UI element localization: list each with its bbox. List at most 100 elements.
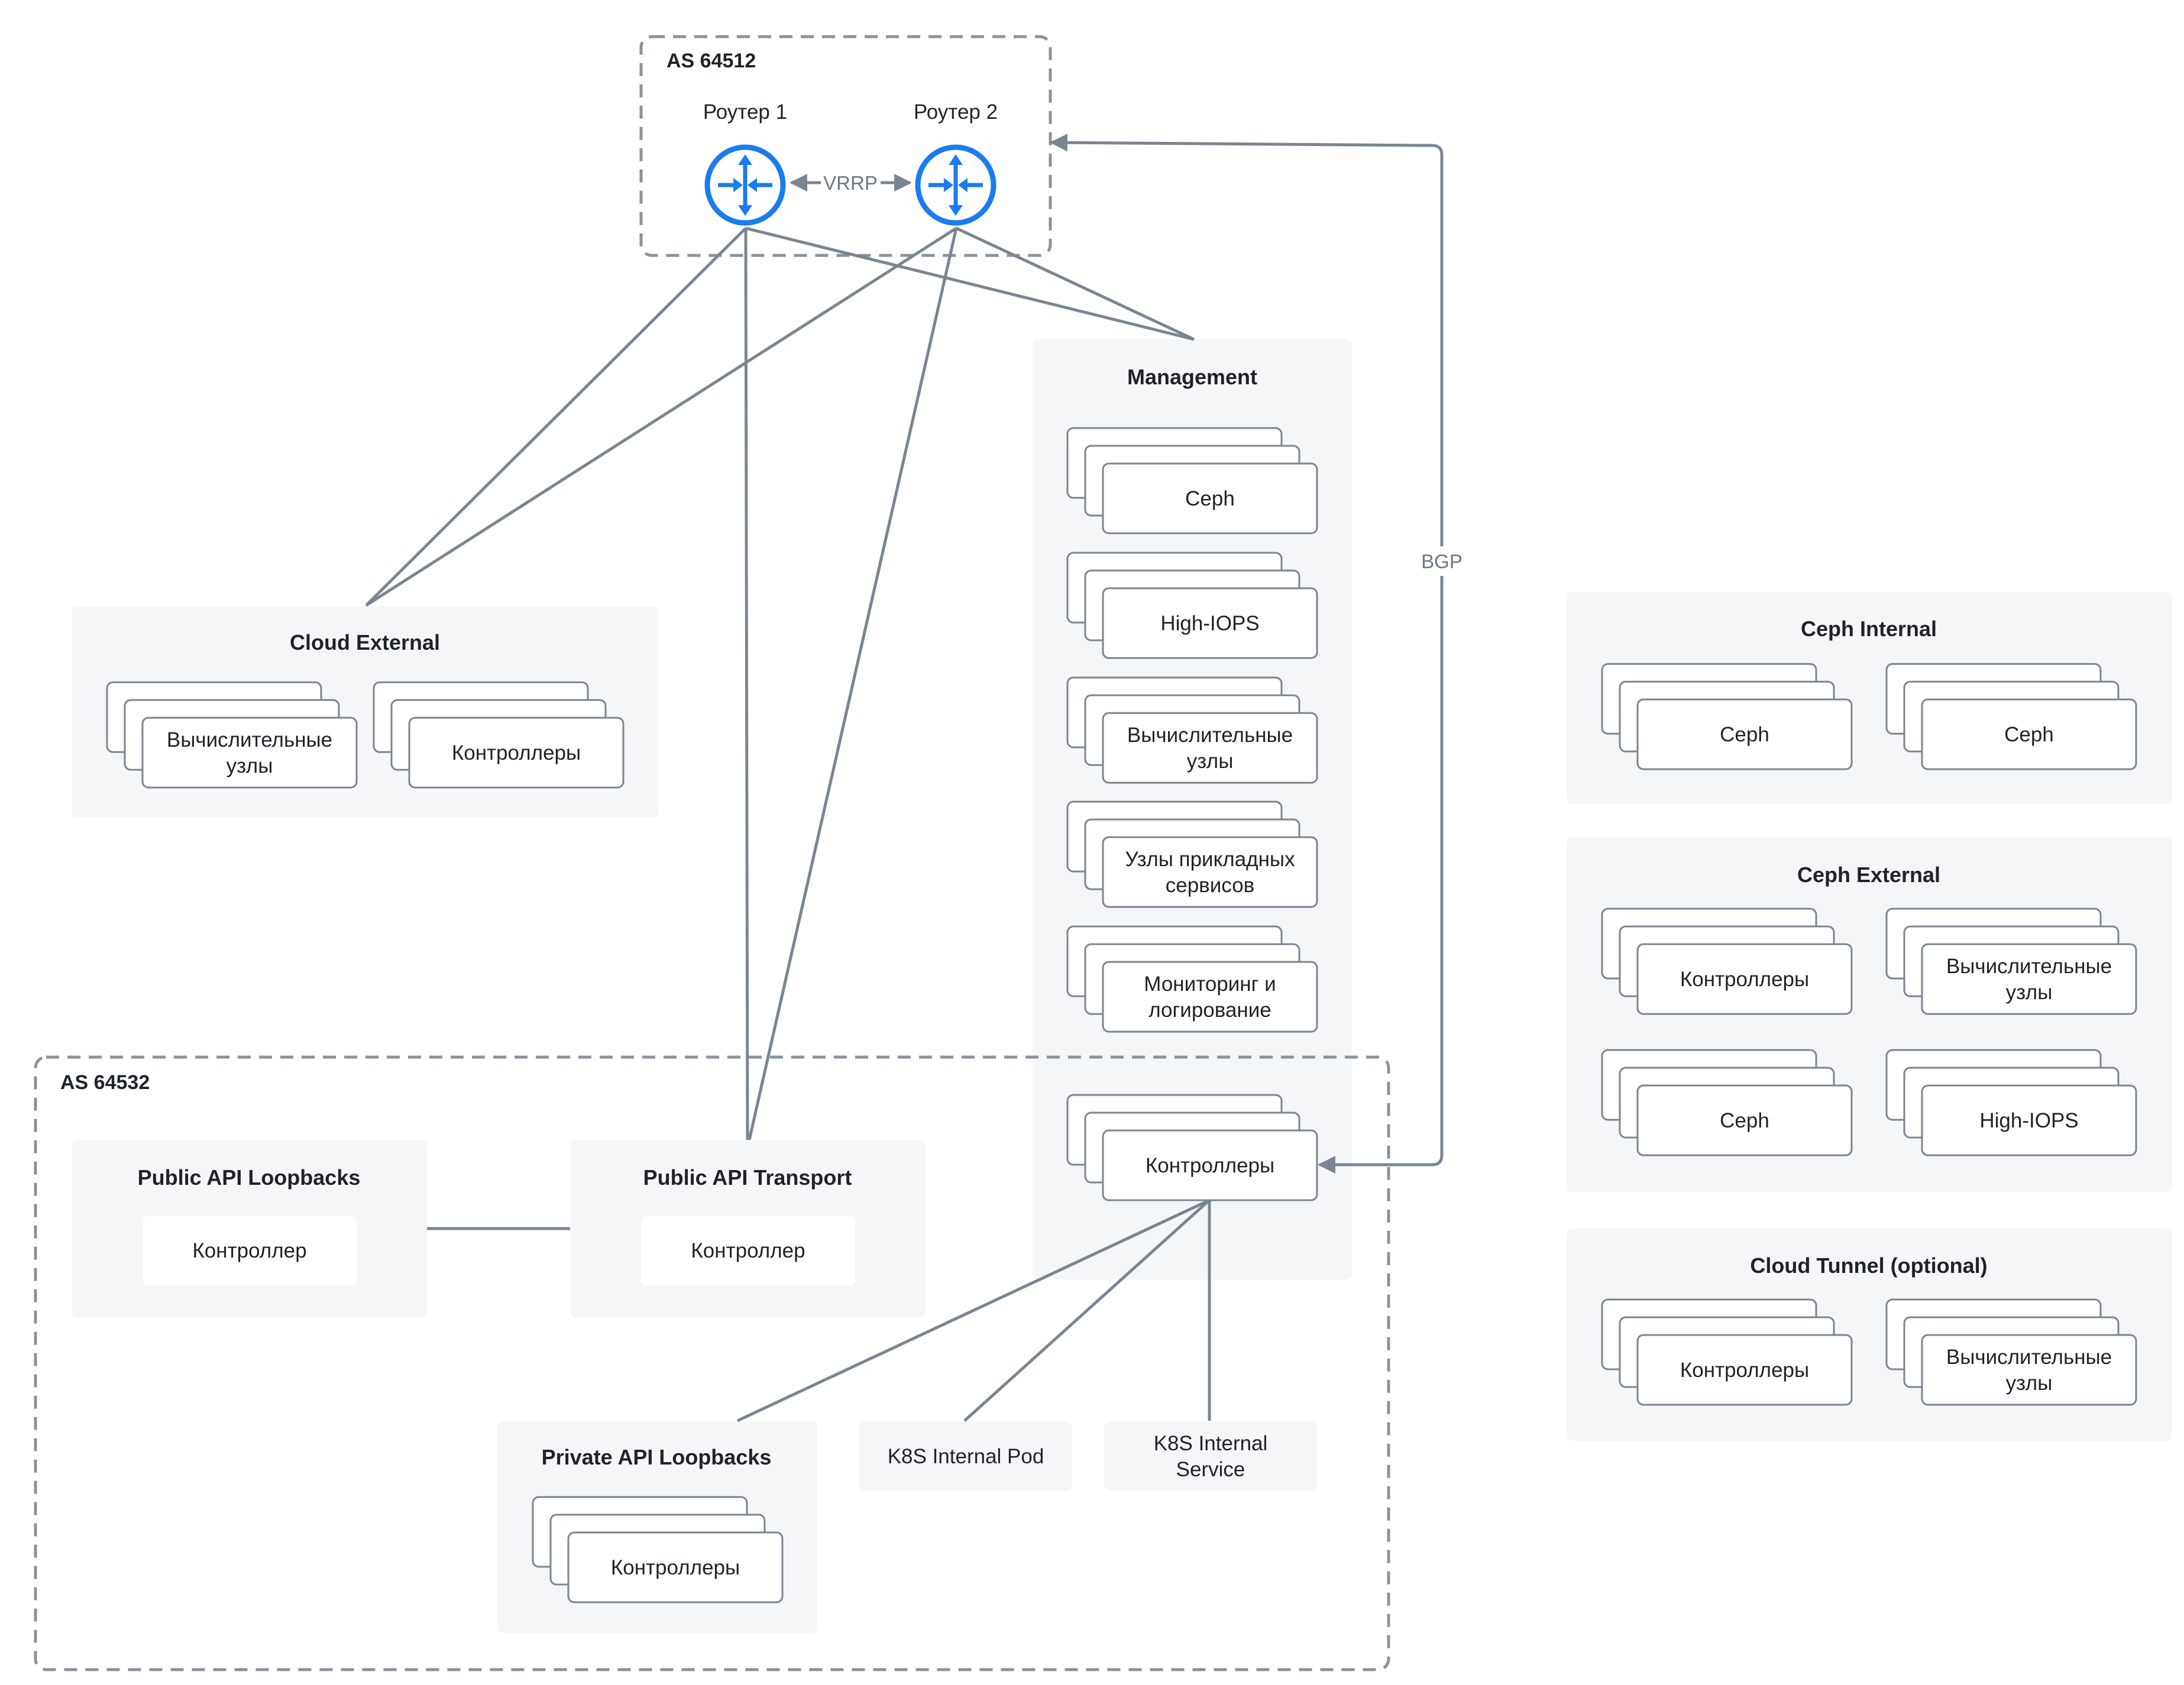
management-stack-high-iops-line: High-IOPS — [1160, 612, 1259, 635]
private-loopbacks-stack-controllers[interactable]: Контроллеры — [532, 1496, 784, 1603]
link-r1-cloud-external — [365, 227, 747, 607]
ceph-external-stack-ceph[interactable]: Ceph — [1601, 1049, 1853, 1156]
k8s-internal-pod-line: K8S Internal Pod — [888, 1445, 1044, 1468]
cloud-external-stack-compute[interactable]: Вычислительные узлы — [106, 681, 358, 789]
link-r2-management — [955, 226, 1195, 341]
cloud-external-stack-compute-line: Вычислительные — [167, 728, 332, 751]
vrrp-label-bg — [821, 170, 881, 195]
cloud-external-stack-controllers-line: Контроллеры — [452, 741, 581, 764]
ceph-internal-stack-ceph-2[interactable]: Ceph — [1885, 663, 2137, 770]
public-loopbacks-controller-card[interactable] — [143, 1216, 357, 1286]
ceph-external-stack-compute[interactable]: Вычислительные узлы — [1885, 908, 2137, 1015]
link-r1-management — [745, 226, 1195, 341]
stack-card-front — [1102, 836, 1318, 908]
cloud-tunnel-stack-compute-line: узлы — [2006, 1372, 2053, 1395]
ceph-external-stack-ceph-line: Ceph — [1720, 1109, 1769, 1132]
router-arrowhead-up — [949, 154, 963, 165]
router-2[interactable] — [915, 144, 996, 226]
management-stack-controllers-line: Контроллеры — [1146, 1154, 1274, 1177]
region-k8s-pod-bg — [859, 1421, 1072, 1491]
vrrp-label: VRRP — [823, 172, 878, 194]
connectors — [365, 134, 1444, 1422]
ceph-external-stack-high-iops-line: High-IOPS — [1979, 1109, 2078, 1132]
router-arrowhead-down — [949, 205, 963, 216]
ceph-external-stack-controllers[interactable]: Контроллеры — [1601, 908, 1853, 1015]
public-api-loopbacks-title: Public API Loopbacks — [138, 1165, 361, 1190]
management-title: Management — [1127, 365, 1257, 389]
public-loopbacks-controller-label: Контроллер — [192, 1239, 306, 1262]
router-arrowhead-right — [748, 178, 757, 192]
link-bgp — [1050, 134, 1444, 1174]
stack-card-front — [141, 717, 358, 789]
ceph-external-stack-high-iops[interactable]: High-IOPS — [1885, 1049, 2137, 1156]
router-icon — [704, 144, 786, 226]
stack-card-front — [1921, 1084, 2137, 1156]
cloud-tunnel-stack-controllers[interactable]: Контроллеры — [1601, 1298, 1853, 1406]
stack-card-front — [567, 1531, 784, 1603]
stack-card-front — [1102, 1129, 1318, 1201]
cloud-tunnel-stack-controllers-line: Контроллеры — [1680, 1359, 1809, 1382]
router-arrowhead-up — [738, 154, 752, 165]
cloud-external-title: Cloud External — [290, 630, 440, 654]
stack-card-front — [1921, 943, 2137, 1015]
management-stack-monitoring-line: логирование — [1148, 999, 1271, 1022]
private-api-loopbacks-title: Private API Loopbacks — [542, 1445, 772, 1469]
ceph-internal-title: Ceph Internal — [1801, 617, 1937, 641]
ceph-external-title: Ceph External — [1797, 863, 1940, 887]
as-boundary-bottom — [34, 1055, 1390, 1671]
management-stack-app-services-line: Узлы прикладных — [1125, 848, 1295, 871]
ceph-external-stack-compute-line: Вычислительные — [1946, 955, 2112, 978]
ceph-internal-stack-ceph-2-line: Ceph — [2004, 723, 2054, 746]
ceph-external-stack-compute-line: узлы — [2006, 981, 2053, 1004]
stack-card-front — [1921, 698, 2137, 770]
stack-card-front — [1102, 712, 1318, 784]
stack-card-front — [1636, 698, 1853, 770]
router-icon — [915, 144, 996, 226]
stack-card-front — [1102, 587, 1318, 659]
ceph-internal-stack-ceph-1-line: Ceph — [1720, 723, 1769, 746]
bgp-label: BGP — [1421, 550, 1463, 572]
management-stack-monitoring[interactable]: Мониторинг и логирование — [1066, 925, 1318, 1033]
stack-card-front — [1636, 1334, 1853, 1406]
ceph-internal-stack-ceph-1[interactable]: Ceph — [1601, 663, 1853, 770]
link-r2-cloud-external — [365, 226, 957, 607]
router-arrowhead-left — [733, 178, 743, 192]
cloud-tunnel-title: Cloud Tunnel (optional) — [1750, 1253, 1987, 1278]
as-64512-title: AS 64512 — [666, 50, 756, 72]
management-stack-controllers[interactable]: Контроллеры — [1066, 1094, 1318, 1201]
k8s-internal-service-line: K8S Internal — [1154, 1432, 1268, 1455]
management-stack-monitoring-line: Мониторинг и — [1144, 973, 1276, 996]
stack-card-front — [1102, 961, 1318, 1033]
k8s-internal-service-line: Service — [1176, 1458, 1245, 1481]
stack-card-front — [1636, 1084, 1853, 1156]
cloud-tunnel-stack-compute[interactable]: Вычислительные узлы — [1885, 1298, 2137, 1406]
cloud-external-stack-compute-line: узлы — [227, 754, 273, 777]
stack-card-front — [1921, 1334, 2137, 1406]
router-arrowhead-left — [944, 178, 953, 192]
stack-card-front — [1636, 943, 1853, 1015]
router-1-label: Роутер 1 — [703, 101, 787, 124]
link-controllers-private — [736, 1198, 1211, 1422]
management-stack-compute-line: Вычислительные — [1127, 724, 1293, 747]
router-1[interactable] — [704, 144, 786, 226]
management-stack-high-iops[interactable]: High-IOPS — [1066, 552, 1318, 659]
router-2-label: Роутер 2 — [914, 101, 998, 124]
link-r1-public-transport — [744, 228, 749, 1140]
management-stack-ceph[interactable]: Ceph — [1066, 427, 1318, 534]
region-k8s-service-bg — [1104, 1421, 1317, 1491]
stack-card-front — [1102, 462, 1318, 534]
cloud-tunnel-stack-compute-line: Вычислительные — [1946, 1346, 2112, 1369]
public-api-transport-title: Public API Transport — [643, 1165, 852, 1190]
router-arrowhead-right — [958, 178, 968, 192]
bgp-label-bg — [1417, 546, 1467, 576]
cloud-external-stack-controllers[interactable]: Контроллеры — [373, 681, 625, 789]
public-transport-controller-card[interactable] — [641, 1216, 855, 1286]
link-r2-public-transport — [748, 228, 958, 1140]
private-loopbacks-stack-controllers-line: Контроллеры — [611, 1556, 740, 1579]
management-stack-ceph-line: Ceph — [1185, 487, 1235, 510]
